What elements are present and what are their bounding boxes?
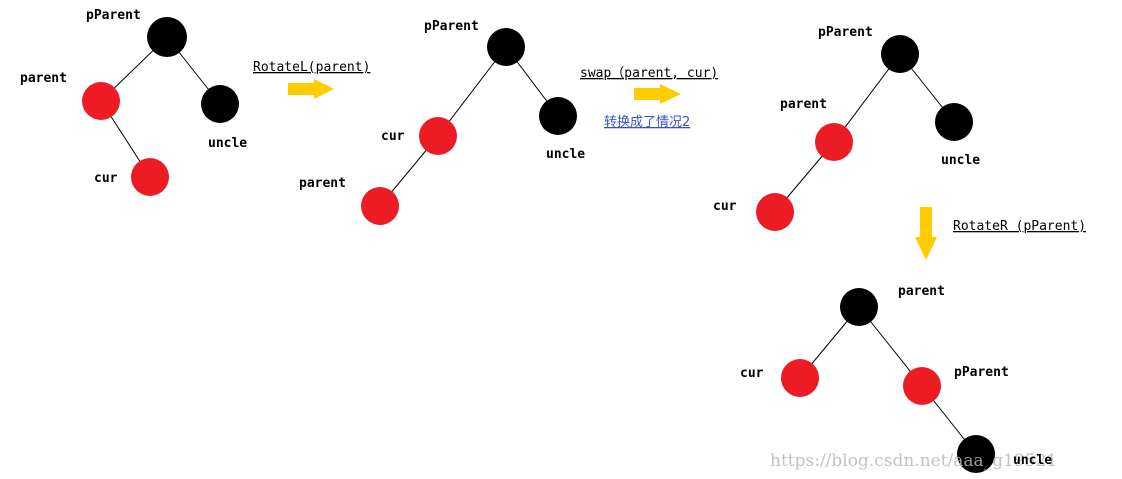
node-pparent [903,367,941,405]
tree-2: pParent cur uncle parent [299,19,585,225]
operation-rotate-right: RotateR (pParent) [915,207,1086,260]
label-uncle: uncle [1013,453,1052,468]
right-arrow-icon [634,84,681,104]
down-arrow-icon [915,207,937,260]
tree-3: pParent parent uncle cur [713,25,980,231]
rotate-right-label: RotateR (pParent) [953,219,1086,234]
label-pparent: pParent [424,19,479,34]
watermark: https://blog.csdn.net/aaa_g19521 [770,451,1057,471]
node-parent [361,187,399,225]
node-parent [82,82,120,120]
operation-swap: swap（parent, cur) 转换成了情况2 [580,66,718,130]
node-cur [419,117,457,155]
label-pparent: pParent [86,8,141,23]
label-pparent: pParent [818,25,873,40]
label-parent: parent [898,284,945,299]
right-arrow-icon [288,79,334,99]
tree-1: pParent parent uncle cur [20,8,247,196]
label-parent: parent [20,71,67,86]
rotate-left-label: RotateL(parent) [253,60,370,75]
label-cur: cur [740,366,764,381]
label-parent: parent [299,176,346,191]
tree-4: parent cur pParent [740,284,1009,473]
label-cur: cur [94,171,118,186]
node-cur [131,158,169,196]
label-pparent: pParent [954,365,1009,380]
label-uncle: uncle [941,153,980,168]
node-uncle [957,435,995,473]
swap-label: swap（parent, cur) [580,66,718,81]
node-cur [756,193,794,231]
node-pparent [147,17,187,57]
label-parent: parent [780,97,827,112]
node-cur [781,359,819,397]
label-cur: cur [713,199,737,214]
node-uncle [201,85,239,123]
label-uncle: uncle [208,136,247,151]
node-uncle [935,103,973,141]
node-parent [815,123,853,161]
node-pparent [487,28,525,66]
label-cur: cur [381,129,405,144]
label-uncle: uncle [546,147,585,162]
node-parent [840,288,878,326]
operation-rotate-left: RotateL(parent) [253,60,370,99]
node-pparent [881,35,919,73]
swap-note: 转换成了情况2 [604,115,690,130]
node-uncle [539,97,577,135]
